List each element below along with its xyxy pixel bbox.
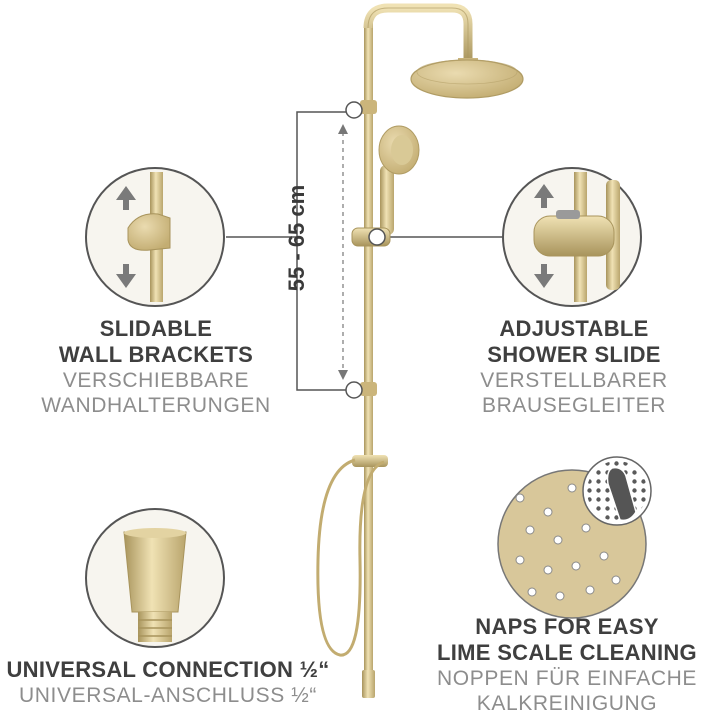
shower-slide-title-2: SHOWER SLIDE xyxy=(487,342,661,367)
wall-brackets-subtitle-1: VERSCHIEBBARE xyxy=(62,369,250,392)
callout-naps xyxy=(497,456,652,619)
dimension-label: 55 - 65 cm xyxy=(284,184,309,292)
hand-shower-handle xyxy=(380,165,394,235)
arrow-down-icon xyxy=(116,264,136,288)
shower-slide-caption: ADJUSTABLE SHOWER SLIDE VERSTELLBARER BR… xyxy=(446,316,702,418)
wall-brackets-title-1: SLIDABLE xyxy=(99,316,213,341)
callout-wall-brackets xyxy=(85,167,225,307)
rain-shower-head xyxy=(410,59,524,99)
naps-subtitle-1: NOPPEN FÜR EINFACHE xyxy=(437,667,697,690)
riser-pipe xyxy=(364,22,373,677)
callout-shower-slide xyxy=(502,167,642,307)
naps-title-2: LIME SCALE CLEANING xyxy=(437,640,697,665)
naps-title-1: NAPS FOR EASY xyxy=(475,614,659,639)
shower-slide-title-1: ADJUSTABLE xyxy=(499,316,649,341)
connection-title: UNIVERSAL CONNECTION ½“ xyxy=(6,657,330,682)
shower-hose xyxy=(316,458,385,657)
overhead-arm xyxy=(363,3,473,62)
naps-caption: NAPS FOR EASY LIME SCALE CLEANING NOPPEN… xyxy=(426,614,708,716)
dimension-bracket xyxy=(296,111,350,391)
wall-brackets-title-2: WALL BRACKETS xyxy=(58,342,254,367)
connection-caption: UNIVERSAL CONNECTION ½“ UNIVERSAL-ANSCHL… xyxy=(0,657,336,708)
arrow-up-icon xyxy=(116,186,136,210)
naps-subtitle-2: KALKREINIGUNG xyxy=(476,692,658,715)
bracket-marker-bottom xyxy=(345,381,363,399)
connection-subtitle: UNIVERSAL-ANSCHLUSS ½“ xyxy=(19,684,317,707)
shower-slide-subtitle-2: BRAUSEGLEITER xyxy=(481,394,666,417)
shower-slide-subtitle-1: VERSTELLBARER xyxy=(480,369,668,392)
arrow-up-icon xyxy=(534,184,554,208)
finger-icon xyxy=(606,466,637,522)
arrow-down-icon xyxy=(534,264,554,288)
callout-universal-connection xyxy=(85,508,225,648)
slider-marker xyxy=(368,228,386,246)
bracket-marker-top xyxy=(345,101,363,119)
wall-brackets-subtitle-2: WANDHALTERUNGEN xyxy=(41,394,271,417)
wall-brackets-caption: SLIDABLE WALL BRACKETS VERSCHIEBBARE WAN… xyxy=(28,316,284,418)
